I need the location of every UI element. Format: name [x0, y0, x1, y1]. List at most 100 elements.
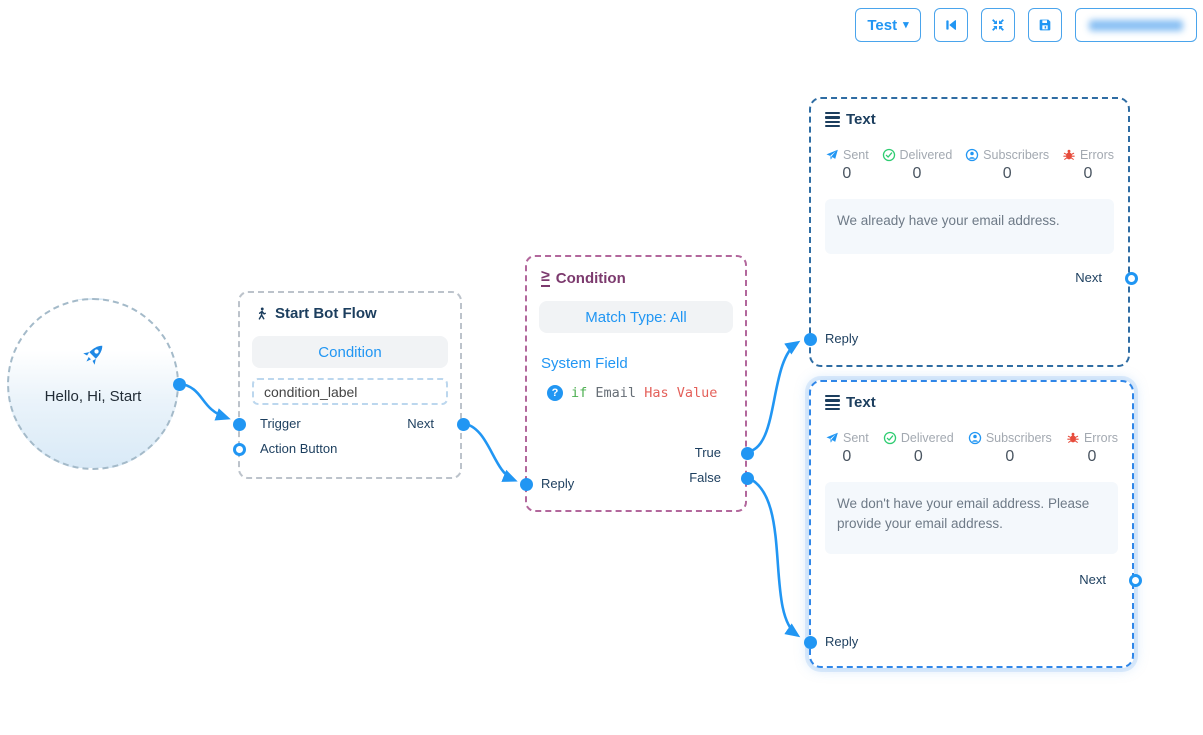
port-trigger-output-dot[interactable]	[173, 378, 186, 391]
port-true-dot[interactable]	[741, 447, 754, 460]
paper-plane-icon	[825, 431, 839, 445]
menu-lines-icon	[825, 394, 840, 411]
stat-label: Subscribers	[985, 431, 1052, 445]
port-reply-dot[interactable]	[804, 333, 817, 346]
test-button[interactable]: Test ▾	[855, 8, 921, 42]
port-reply-label: Reply	[541, 476, 575, 491]
stats-row: Sent 0 Delivered 0 Subscribers 0 Errors …	[811, 431, 1132, 466]
stat-label: Sent	[843, 431, 869, 445]
node-text-top[interactable]: Text Sent 0 Delivered 0 Subscribers 0 Er…	[804, 97, 1138, 367]
stat-sent: Sent 0	[825, 431, 869, 466]
port-next-dot[interactable]	[457, 418, 470, 431]
stat-value: 0	[842, 448, 852, 465]
node-text-bottom[interactable]: Text Sent 0 Delivered 0 Subscribers 0 Er…	[804, 380, 1142, 668]
edge-trigger	[176, 381, 231, 421]
redacted-label	[1089, 19, 1183, 31]
greater-equal-icon: ≥	[541, 268, 550, 287]
node-title-label: Text	[846, 394, 876, 411]
rule-operator: Has Value	[644, 385, 718, 401]
stat-value: 0	[1083, 165, 1093, 182]
node-title-label: Start Bot Flow	[275, 305, 377, 322]
subscriber-icon	[965, 148, 979, 162]
toolbar: Test ▾	[855, 8, 1197, 42]
port-reply-label: Reply	[825, 331, 859, 346]
condition-label-input[interactable]	[252, 378, 448, 405]
stat-subscribers: Subscribers 0	[965, 148, 1049, 183]
stats-row: Sent 0 Delivered 0 Subscribers 0 Errors …	[811, 148, 1128, 183]
stat-label: Errors	[1079, 148, 1114, 162]
port-next-ring[interactable]	[1129, 574, 1142, 587]
edge-false-reply	[744, 475, 801, 638]
menu-lines-icon	[825, 111, 840, 128]
stat-subscribers: Subscribers 0	[968, 431, 1052, 466]
port-true-label: True	[694, 445, 721, 460]
skip-back-button[interactable]	[934, 8, 968, 42]
condition-button[interactable]: Condition	[252, 336, 448, 368]
stat-value: 0	[842, 165, 852, 182]
port-next-label: Next	[1079, 572, 1106, 587]
node-start-trigger[interactable]: Hello, Hi, Start	[7, 298, 186, 470]
stat-value: 0	[912, 165, 922, 182]
subscriber-icon	[968, 431, 982, 445]
stat-sent: Sent 0	[825, 148, 869, 183]
node-title-label: Text	[846, 111, 876, 128]
check-circle-icon	[883, 431, 897, 445]
stat-label: Subscribers	[983, 148, 1050, 162]
port-reply-label: Reply	[825, 634, 859, 649]
node-title: Text	[825, 394, 1118, 411]
port-reply-dot[interactable]	[804, 636, 817, 649]
rocket-icon	[78, 340, 108, 370]
skip-back-icon	[943, 17, 959, 33]
edge-true-reply	[744, 340, 801, 454]
stat-label: Delivered	[899, 148, 953, 162]
node-title-label: Condition	[555, 269, 626, 287]
condition-rule-row: ? if Email Has Value	[547, 385, 731, 401]
node-start-bot-flow[interactable]: Start Bot Flow Condition Trigger Next Ac…	[233, 291, 470, 479]
message-bubble: We don't have your email address. Please…	[825, 482, 1118, 554]
test-button-label: Test	[867, 16, 898, 34]
save-icon	[1037, 17, 1053, 33]
edge-next-reply	[460, 421, 518, 482]
stat-errors: Errors 0	[1062, 148, 1114, 183]
condition-rule-text: if Email Has Value	[571, 385, 717, 401]
save-button[interactable]	[1028, 8, 1062, 42]
stat-value: 0	[1087, 448, 1097, 465]
trigger-keywords-label: Hello, Hi, Start	[44, 387, 142, 405]
node-title: Start Bot Flow	[254, 305, 446, 322]
stat-delivered: Delivered 0	[882, 148, 953, 183]
port-trigger-label: Trigger	[260, 416, 301, 431]
port-action-button-ring[interactable]	[233, 443, 246, 456]
system-field-label: System Field	[541, 355, 628, 372]
node-title: Text	[825, 111, 1114, 128]
stat-label: Errors	[1083, 431, 1118, 445]
message-bubble: We already have your email address.	[825, 199, 1114, 254]
match-type-button[interactable]: Match Type: All	[539, 301, 733, 333]
stat-label: Delivered	[900, 431, 954, 445]
chevron-down-icon: ▾	[903, 18, 909, 31]
stat-errors: Errors 0	[1066, 431, 1118, 466]
port-next-label: Next	[1075, 270, 1102, 285]
node-title: ≥ Condition	[541, 269, 731, 287]
stat-value: 0	[1002, 165, 1012, 182]
port-action-button-label: Action Button	[260, 441, 338, 456]
bug-icon	[1062, 148, 1076, 162]
compress-icon	[990, 17, 1006, 33]
rule-keyword: if	[571, 385, 588, 401]
port-trigger-dot[interactable]	[233, 418, 246, 431]
redacted-button[interactable]	[1075, 8, 1197, 42]
walking-person-icon	[254, 306, 269, 322]
stat-delivered: Delivered 0	[883, 431, 954, 466]
port-reply-dot[interactable]	[520, 478, 533, 491]
paper-plane-icon	[825, 148, 839, 162]
compress-button[interactable]	[981, 8, 1015, 42]
help-icon[interactable]: ?	[547, 385, 563, 401]
check-circle-icon	[882, 148, 896, 162]
stat-value: 0	[1005, 448, 1015, 465]
stat-value: 0	[913, 448, 923, 465]
port-false-dot[interactable]	[741, 472, 754, 485]
port-next-label: Next	[407, 416, 434, 431]
stat-label: Sent	[843, 148, 869, 162]
node-condition[interactable]: ≥ Condition Match Type: All System Field…	[520, 255, 754, 512]
port-next-ring[interactable]	[1125, 272, 1138, 285]
